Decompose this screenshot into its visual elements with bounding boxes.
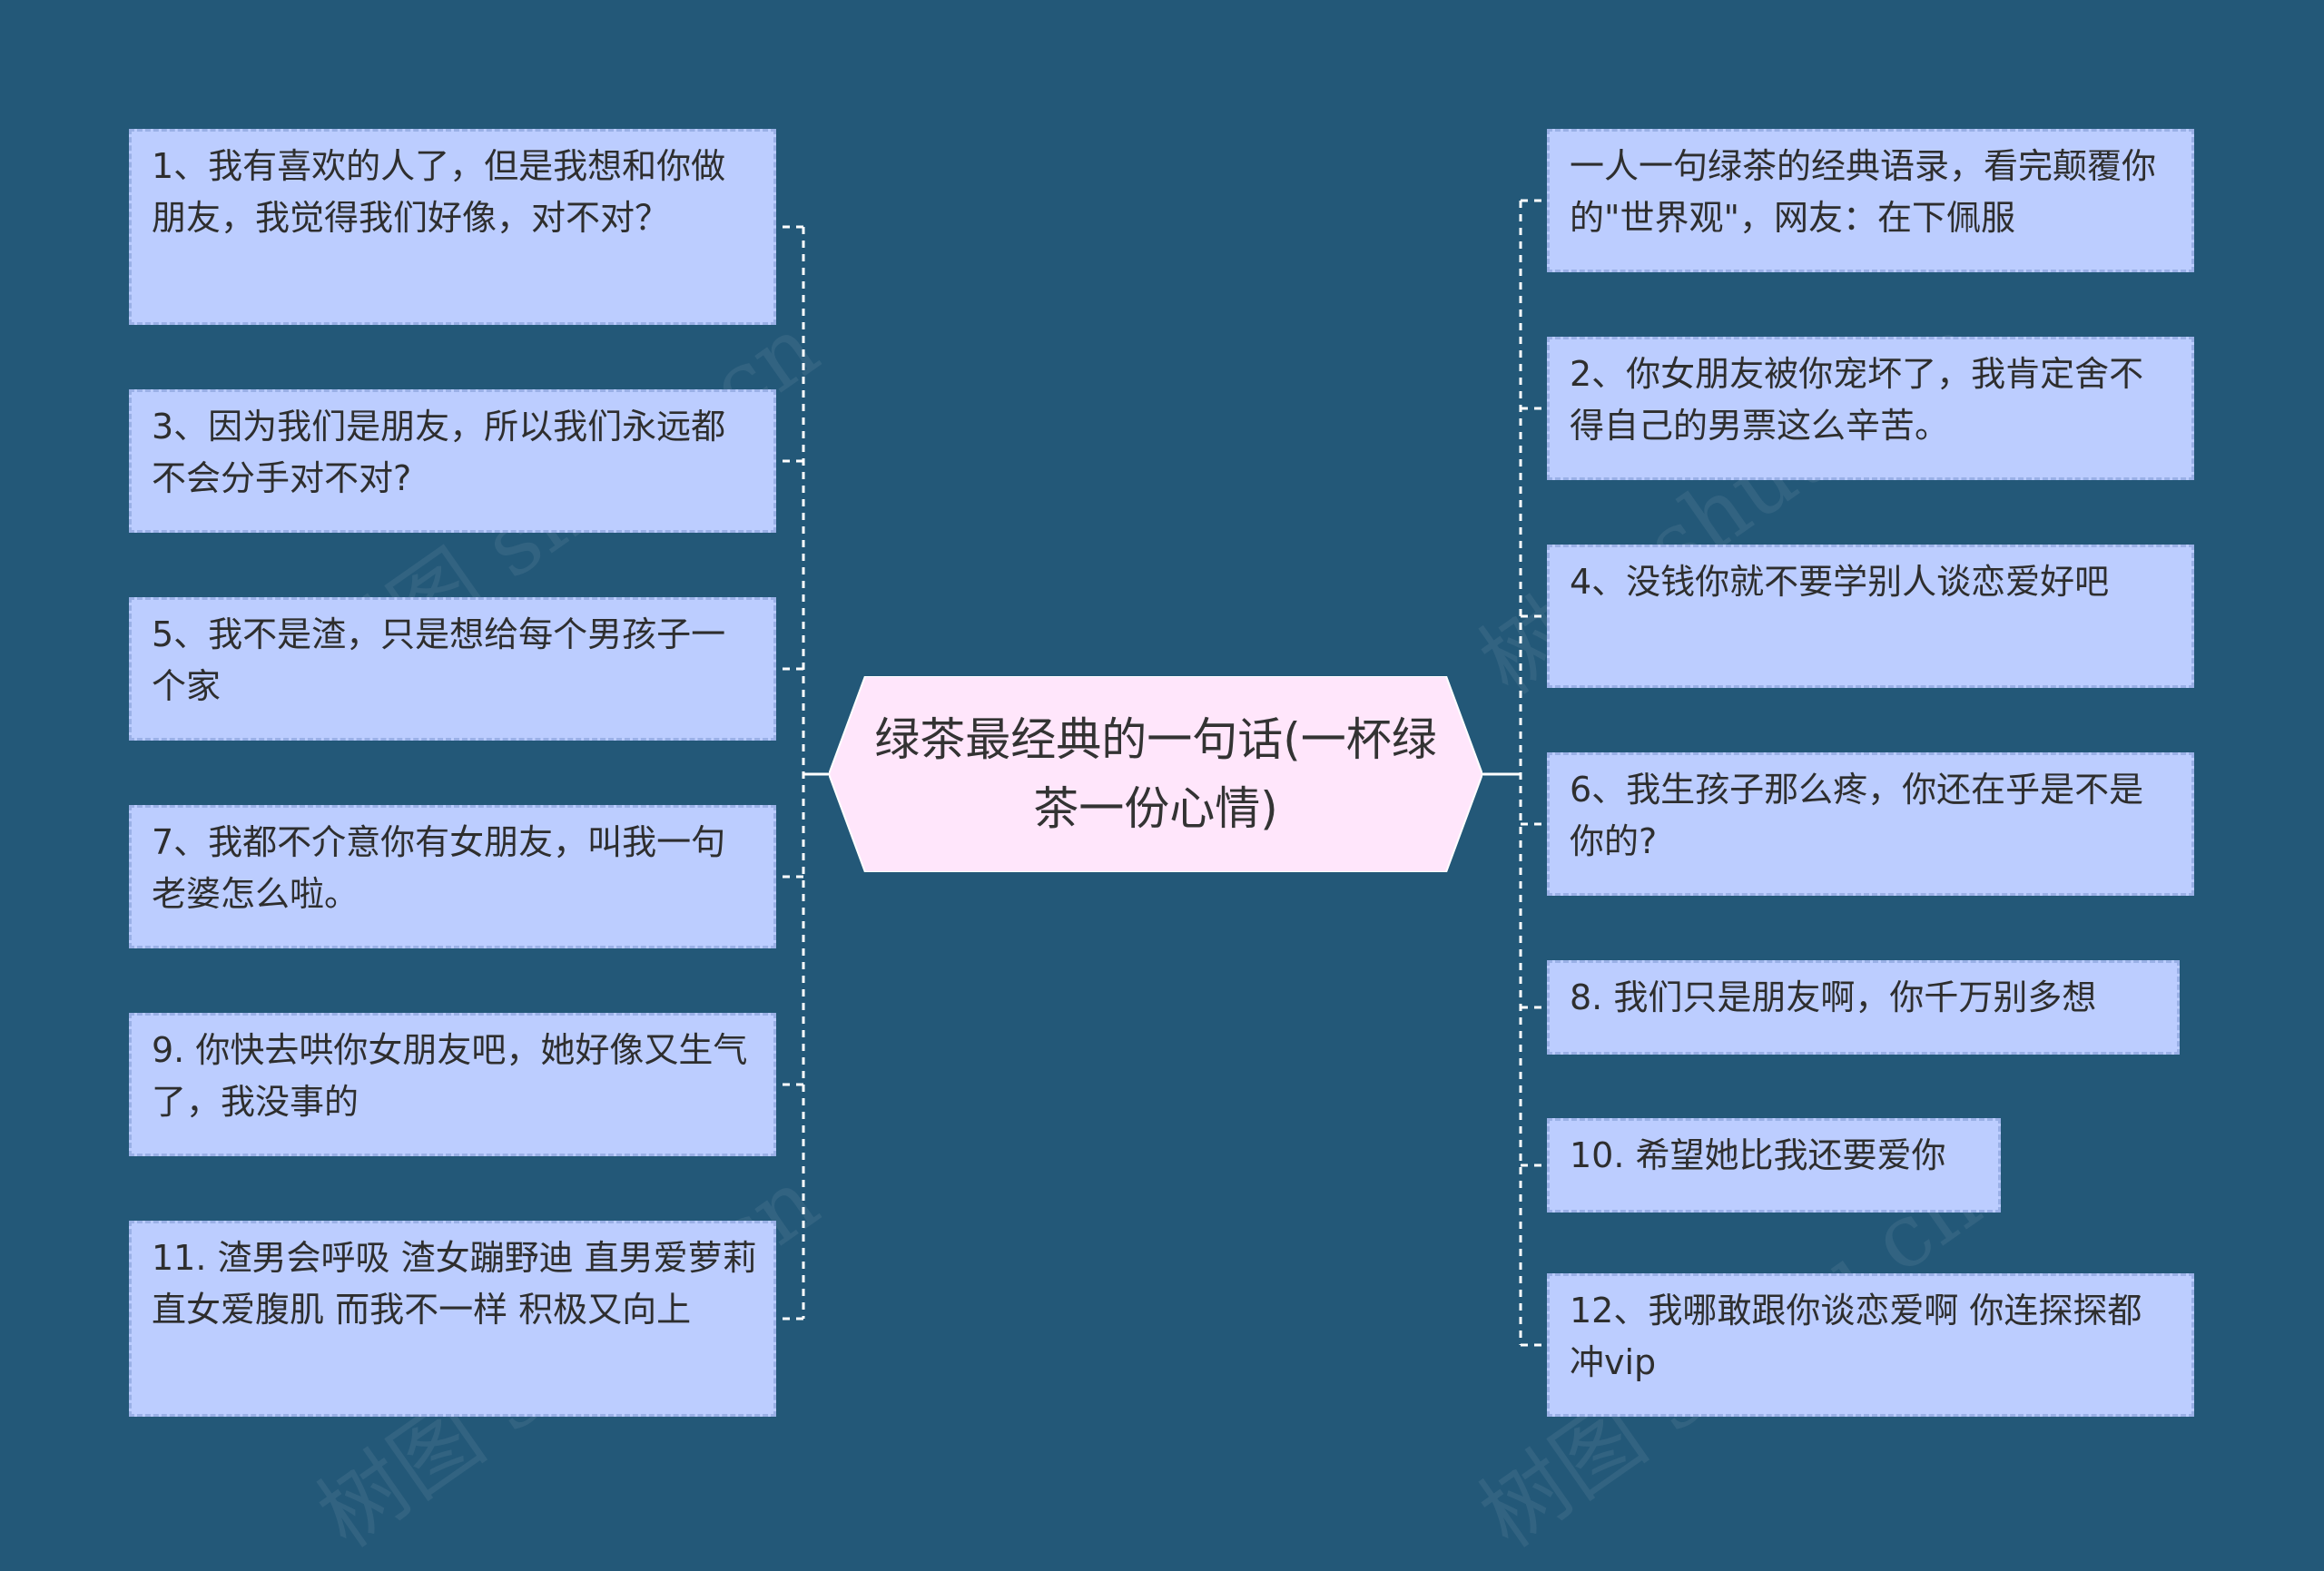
center-node-shape [829, 676, 1482, 872]
left-node-7[interactable]: 7、我都不介意你有女朋友，叫我一句老婆怎么啦。 [129, 805, 776, 948]
left-node-11[interactable]: 11. 渣男会呼吸 渣女蹦野迪 直男爱萝莉 直女爱腹肌 而我不一样 积极又向上 [129, 1221, 776, 1417]
left-node-3[interactable]: 3、因为我们是朋友，所以我们永远都不会分手对不对? [129, 389, 776, 533]
right-node-12[interactable]: 12、我哪敢跟你谈恋爱啊 你连探探都冲vip [1547, 1273, 2194, 1417]
right-node-4[interactable]: 4、没钱你就不要学别人谈恋爱好吧 [1547, 545, 2194, 688]
left-node-5[interactable]: 5、我不是渣，只是想给每个男孩子一个家 [129, 597, 776, 741]
right-node-10[interactable]: 10. 希望她比我还要爱你 [1547, 1118, 2001, 1213]
center-node-label: 绿茶最经典的一句话(一杯绿茶一份心情) [874, 713, 1437, 835]
right-node-2[interactable]: 2、你女朋友被你宠坏了，我肯定舍不得自己的男票这么辛苦。 [1547, 337, 2194, 480]
left-node-1[interactable]: 1、我有喜欢的人了，但是我想和你做朋友，我觉得我们好像，对不对？ [129, 129, 776, 325]
right-node-6[interactable]: 6、我生孩子那么疼，你还在乎是不是你的? [1547, 752, 2194, 896]
center-node[interactable]: 绿茶最经典的一句话(一杯绿茶一份心情) [829, 676, 1482, 872]
right-node-8[interactable]: 8. 我们只是朋友啊，你千万别多想 [1547, 960, 2180, 1055]
right-node-intro[interactable]: 一人一句绿茶的经典语录，看完颠覆你的"世界观"，网友：在下佩服 [1547, 129, 2194, 272]
left-node-9[interactable]: 9. 你快去哄你女朋友吧，她好像又生气了，我没事的 [129, 1013, 776, 1156]
